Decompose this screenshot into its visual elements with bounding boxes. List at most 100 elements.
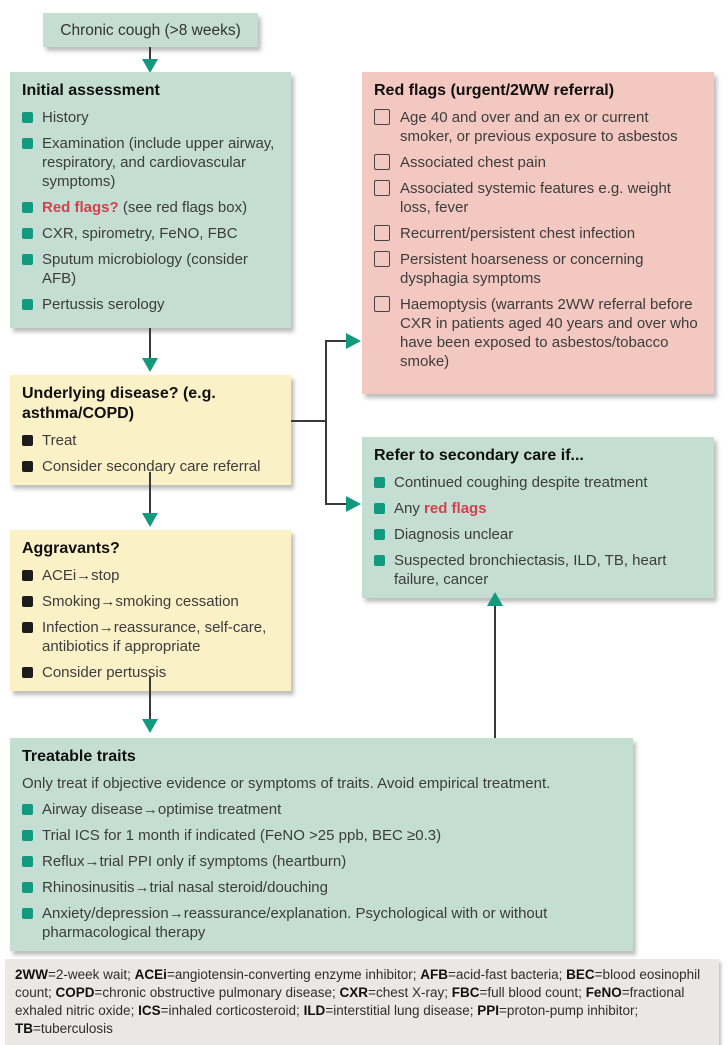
refer-secondary-care-box: Refer to secondary care if... Continued … (362, 437, 714, 598)
treatable-traits-box: Treatable traits Only treat if objective… (10, 738, 633, 951)
chronic-cough-box: Chronic cough (>8 weeks) (43, 13, 258, 47)
list-item-text: Persistent hoarseness or concerning dysp… (400, 250, 700, 288)
list-item: Associated chest pain (374, 153, 700, 172)
arrow-down-icon (142, 719, 158, 733)
connector-line (494, 605, 496, 738)
list-item: ACEi→stop (22, 566, 277, 585)
text-segment: Any (394, 500, 425, 517)
text-segment: Associated chest pain (400, 154, 546, 171)
list-item-text: Smoking→smoking cessation (42, 592, 277, 611)
checkbox-icon[interactable] (374, 180, 390, 196)
list-item: History (22, 108, 277, 127)
connector-line (291, 420, 325, 422)
list-item-text: Age 40 and over and an ex or current smo… (400, 108, 700, 146)
list-item: Suspected bronchiectasis, ILD, TB, heart… (374, 551, 700, 589)
arrow-down-icon (142, 513, 158, 527)
text-segment: Diagnosis unclear (394, 526, 514, 543)
list-item-text: Consider secondary care referral (42, 457, 277, 476)
connector-line (149, 472, 151, 514)
connector-line (149, 677, 151, 720)
list-item: Diagnosis unclear (374, 525, 700, 544)
bullet-icon (22, 596, 33, 607)
text-segment: Treat (42, 432, 77, 449)
list-item: Anxiety/depression→reassurance/explanati… (22, 904, 619, 942)
list-item-text: Airway disease→optimise treatment (42, 800, 619, 819)
checkbox-icon[interactable] (374, 296, 390, 312)
text-segment: =tuberculosis (33, 1021, 113, 1036)
bullet-icon (22, 882, 33, 893)
list-item-text: Reflux→trial PPI only if symptoms (heart… (42, 852, 619, 871)
arrow-down-icon (142, 358, 158, 372)
text-segment: Pertussis serology (42, 296, 165, 313)
list-item-text: Diagnosis unclear (394, 525, 700, 544)
bullet-icon (374, 529, 385, 540)
text-segment: ILD (303, 1003, 326, 1018)
checkbox-icon[interactable] (374, 154, 390, 170)
list-item-text: Red flags? (see red flags box) (42, 198, 277, 217)
list-item: Persistent hoarseness or concerning dysp… (374, 250, 700, 288)
text-segment: BEC (566, 967, 595, 982)
bullet-icon (22, 570, 33, 581)
text-segment: Consider pertussis (42, 664, 167, 681)
list-item-text: Consider pertussis (42, 663, 277, 682)
list-item: Recurrent/persistent chest infection (374, 224, 700, 243)
text-segment: History (42, 109, 89, 126)
arrow-right-icon (346, 333, 361, 349)
list-item-text: Rhinosinusitis→trial nasal steroid/douch… (42, 878, 619, 897)
list-item: Trial ICS for 1 month if indicated (FeNO… (22, 826, 619, 845)
list-item-text: Pertussis serology (42, 295, 277, 314)
text-segment: =proton-pump inhibitor; (499, 1003, 639, 1018)
list-item: Age 40 and over and an ex or current smo… (374, 108, 700, 146)
text-segment: Persistent hoarseness or concerning dysp… (400, 251, 644, 287)
red-flags-box: Red flags (urgent/2WW referral) Age 40 a… (362, 72, 714, 394)
text-segment: FBC (451, 985, 480, 1000)
list-item-text: Continued coughing despite treatment (394, 473, 700, 492)
bullet-icon (22, 830, 33, 841)
text-segment: Associated systemic features e.g. weight… (400, 180, 671, 216)
bullet-icon (22, 856, 33, 867)
text-segment: ICS (138, 1003, 161, 1018)
text-segment: 2WW (15, 967, 48, 982)
list-item-text: Suspected bronchiectasis, ILD, TB, heart… (394, 551, 700, 589)
text-segment: Consider secondary care referral (42, 458, 261, 475)
text-segment: AFB (420, 967, 448, 982)
list-item-text: CXR, spirometry, FeNO, FBC (42, 224, 277, 243)
list-item: Examination (include upper airway, respi… (22, 134, 277, 191)
text-segment: Suspected bronchiectasis, ILD, TB, heart… (394, 552, 667, 588)
list-item-text: ACEi→stop (42, 566, 277, 585)
connector-line (325, 340, 346, 342)
text-segment: Reflux→trial PPI only if symptoms (heart… (42, 853, 347, 870)
abbreviations-text: 2WW=2-week wait; ACEi=angiotensin-conver… (15, 966, 709, 1038)
red-flags-list: Age 40 and over and an ex or current smo… (374, 108, 700, 371)
list-item-text: History (42, 108, 277, 127)
text-segment: Rhinosinusitis→trial nasal steroid/douch… (42, 879, 328, 896)
checkbox-icon[interactable] (374, 109, 390, 125)
bullet-icon (22, 622, 33, 633)
checkbox-icon[interactable] (374, 225, 390, 241)
abbreviations-legend: 2WW=2-week wait; ACEi=angiotensin-conver… (5, 959, 719, 1045)
list-item-text: Recurrent/persistent chest infection (400, 224, 700, 243)
checkbox-icon[interactable] (374, 251, 390, 267)
bullet-icon (22, 228, 33, 239)
bullet-icon (22, 804, 33, 815)
list-item: Treat (22, 431, 277, 450)
text-segment: Smoking→smoking cessation (42, 593, 239, 610)
list-item: Associated systemic features e.g. weight… (374, 179, 700, 217)
red-flags-title: Red flags (urgent/2WW referral) (374, 82, 615, 99)
bullet-icon (22, 461, 33, 472)
list-item: CXR, spirometry, FeNO, FBC (22, 224, 277, 243)
underlying-disease-title: Underlying disease? (e.g. asthma/COPD) (22, 385, 216, 422)
text-segment: Trial ICS for 1 month if indicated (FeNO… (42, 827, 442, 844)
text-segment: Age 40 and over and an ex or current smo… (400, 109, 678, 145)
text-segment: ACEi→stop (42, 567, 120, 584)
list-item-text: Infection→reassurance, self-care, antibi… (42, 618, 277, 656)
text-segment: Infection→reassurance, self-care, antibi… (42, 619, 267, 655)
text-segment: Examination (include upper airway, respi… (42, 135, 275, 190)
bullet-icon (22, 138, 33, 149)
list-item: Sputum microbiology (consider AFB) (22, 250, 277, 288)
